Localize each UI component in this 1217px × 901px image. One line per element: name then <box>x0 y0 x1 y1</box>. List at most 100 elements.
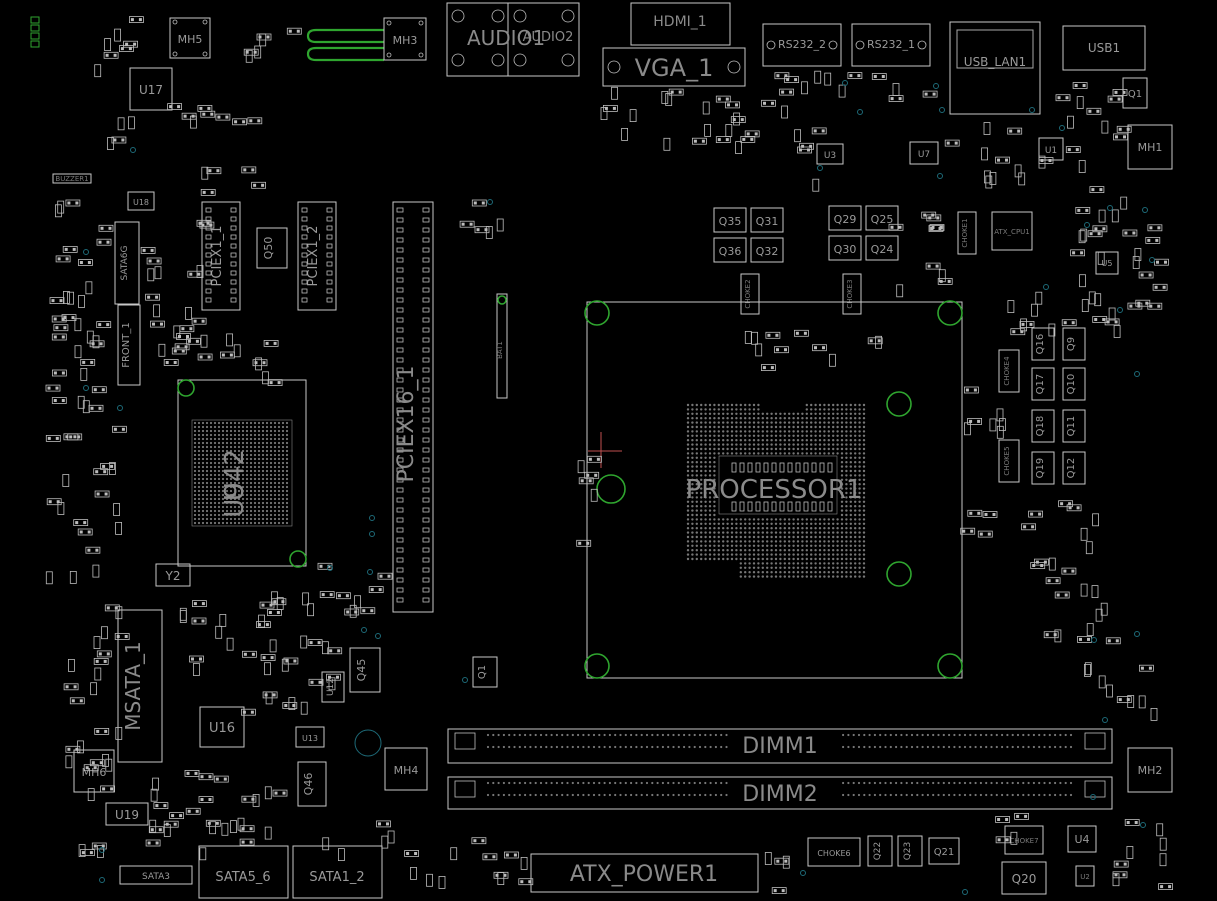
q24-label: Q24 <box>871 243 894 256</box>
u3-label: U3 <box>824 151 836 161</box>
choke5[interactable]: CHOKE5 <box>998 439 1020 483</box>
choke3-label: CHOKE3 <box>846 279 854 308</box>
dimm1-slot[interactable]: DIMM1 <box>447 728 1113 764</box>
q45-transistor[interactable]: Q45 <box>349 647 381 693</box>
u7-chip[interactable]: U7 <box>909 141 939 165</box>
u16-chip[interactable]: U16 <box>199 706 245 748</box>
u1-chip[interactable]: U1 <box>1038 137 1064 161</box>
mosfet-q19[interactable]: Q19 <box>1031 451 1055 485</box>
sata1-label: SATA1_2 <box>309 870 364 885</box>
mosfet-q22[interactable]: Q22 <box>867 835 893 867</box>
q50-transistor[interactable]: Q50 <box>256 227 288 269</box>
sata5-6-connector[interactable]: SATA5_6 <box>198 845 289 899</box>
mosfet-q31[interactable]: Q31 <box>750 207 784 233</box>
u3-chip[interactable]: U3 <box>816 143 844 165</box>
mosfet-q18[interactable]: Q18 <box>1031 409 1055 443</box>
sata1-2-connector[interactable]: SATA1_2 <box>292 845 383 899</box>
sata-bottom-header[interactable]: SATA3 <box>119 865 193 885</box>
mosfet-q20[interactable]: Q20 <box>1001 861 1047 895</box>
pciex16-slot[interactable]: PCIEX16_1 <box>392 201 434 613</box>
vga-connector[interactable]: VGA_1 <box>602 47 746 87</box>
q19-label: Q19 <box>1035 458 1046 479</box>
msata-slot[interactable]: MSATA_1 <box>117 609 163 763</box>
u12-chip[interactable]: U12 <box>321 671 345 703</box>
mh4-mounting-hole[interactable]: MH4 <box>384 747 428 791</box>
dimm2-slot[interactable]: DIMM2 <box>447 776 1113 810</box>
choke4[interactable]: CHOKE4 <box>998 349 1020 393</box>
u4-chip[interactable]: U4 <box>1067 825 1097 853</box>
mosfet-q10[interactable]: Q10 <box>1062 367 1086 401</box>
q11-label: Q11 <box>1066 416 1077 437</box>
audio-connector[interactable]: AUDIO1 AUDIO2 <box>446 2 580 77</box>
q29-label: Q29 <box>834 213 857 226</box>
mosfet-q11[interactable]: Q11 <box>1062 409 1086 443</box>
buzzer[interactable]: BUZZER1 <box>52 173 92 184</box>
choke6[interactable]: CHOKE6 <box>807 837 861 867</box>
u19-chip[interactable]: U19 <box>105 802 149 826</box>
rs232-1-connector[interactable]: RS232_1 <box>851 23 931 67</box>
pciex16-label: PCIEX16_1 <box>394 365 419 482</box>
q1-bottom[interactable]: Q1 <box>472 656 498 688</box>
msata-label: MSATA_1 <box>121 641 145 731</box>
q16-label: Q16 <box>1035 334 1046 355</box>
atx-power-connector[interactable]: ATX_POWER1 <box>530 853 759 893</box>
choke1[interactable]: CHOKE1 <box>957 211 977 255</box>
mh3-mounting-hole[interactable]: MH3 <box>383 17 427 61</box>
mh5-mounting-hole[interactable]: MH5 <box>169 17 211 59</box>
mh4-label: MH4 <box>394 764 419 777</box>
atx-cpu-label: ATX_CPU1 <box>994 228 1030 236</box>
pciex1-1-slot[interactable]: PCIEX1_1 <box>201 201 241 311</box>
choke3[interactable]: CHOKE3 <box>842 273 862 315</box>
q46-transistor[interactable]: Q46 <box>297 761 327 807</box>
u5-chip[interactable]: U5 <box>1095 251 1119 275</box>
crystal-y2[interactable]: Y2 <box>155 563 191 587</box>
choke2[interactable]: CHOKE2 <box>740 273 760 315</box>
u18-chip[interactable]: U18 <box>127 191 155 211</box>
mosfet-q17[interactable]: Q17 <box>1031 367 1055 401</box>
atx-cpu-connector[interactable]: ATX_CPU1 <box>991 211 1033 251</box>
mh1-mounting-hole[interactable]: MH1 <box>1127 124 1173 170</box>
pciex1-2-slot[interactable]: PCIEX1_2 <box>297 201 337 311</box>
mosfet-q30[interactable]: Q30 <box>828 235 862 261</box>
mosfet-q12[interactable]: Q12 <box>1062 451 1086 485</box>
mh2-mounting-hole[interactable]: MH2 <box>1127 747 1173 793</box>
processor-socket[interactable]: PROCESSOR1 <box>584 300 963 679</box>
mosfet-q32[interactable]: Q32 <box>750 237 784 263</box>
mosfet-q16[interactable]: Q16 <box>1031 327 1055 361</box>
mosfet-q29[interactable]: Q29 <box>828 205 862 231</box>
mosfet-q9[interactable]: Q9 <box>1062 327 1086 361</box>
mosfet-q25[interactable]: Q25 <box>865 205 899 231</box>
q50-label: Q50 <box>262 237 275 260</box>
q30-label: Q30 <box>834 243 857 256</box>
mh2-label: MH2 <box>1138 764 1163 777</box>
q1b-label: Q1 <box>477 665 488 679</box>
chipset-u42[interactable]: U42 U9 <box>177 379 307 568</box>
sata-vertical-header[interactable]: SATA6G <box>114 221 140 305</box>
mosfet-q35[interactable]: Q35 <box>713 207 747 233</box>
sata5-label: SATA5_6 <box>215 870 270 885</box>
mh3-label: MH3 <box>393 34 418 47</box>
rs232-2-connector[interactable]: RS232_2 <box>762 23 842 67</box>
u2-chip[interactable]: U2 <box>1075 865 1095 887</box>
hdmi-connector[interactable]: HDMI_1 <box>630 2 731 46</box>
q1-top[interactable]: Q1 <box>1122 77 1148 109</box>
layer-indicator[interactable] <box>30 16 40 48</box>
mosfet-q36[interactable]: Q36 <box>713 237 747 263</box>
choke2-label: CHOKE2 <box>744 279 752 308</box>
battery-holder[interactable]: BAT1 <box>496 293 508 399</box>
u17-chip[interactable]: U17 <box>129 67 173 111</box>
u18-label: U18 <box>133 198 149 207</box>
q18-label: Q18 <box>1035 416 1046 437</box>
mosfet-q21[interactable]: Q21 <box>928 837 960 865</box>
choke5-label: CHOKE5 <box>1003 446 1011 475</box>
chipset-mount-hole-tl <box>177 379 195 397</box>
front-panel-header[interactable]: FRONT_1 <box>117 304 141 386</box>
usb1-connector[interactable]: USB1 <box>1062 25 1146 71</box>
mosfet-q23[interactable]: Q23 <box>897 835 923 867</box>
q45-label: Q45 <box>355 659 368 682</box>
choke7[interactable]: CHOKE7 <box>1004 825 1044 855</box>
u13-chip[interactable]: U13 <box>295 726 325 748</box>
mosfet-q24[interactable]: Q24 <box>865 235 899 261</box>
usb-lan-connector[interactable]: USB_LAN1 <box>949 21 1041 115</box>
